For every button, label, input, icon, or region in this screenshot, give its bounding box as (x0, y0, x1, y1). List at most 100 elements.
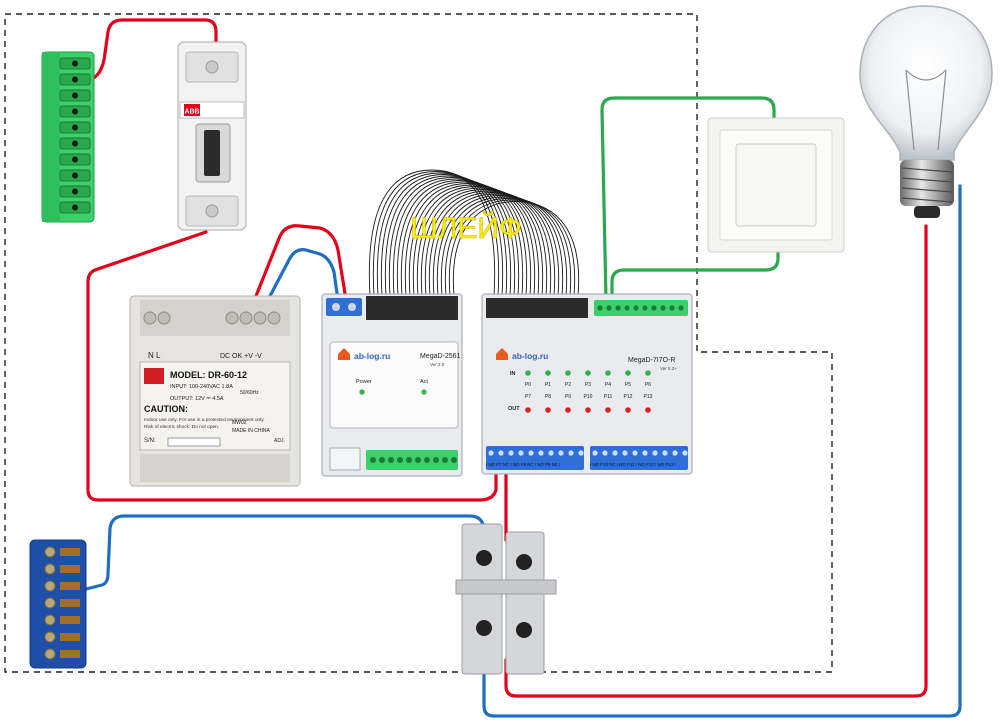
output-led (625, 407, 631, 413)
terminal-screw (606, 305, 612, 311)
bus-screw (44, 563, 56, 575)
terminal-screw (682, 450, 688, 456)
output-led (645, 407, 651, 413)
ribbon-wire (432, 193, 560, 297)
terminal-screw (538, 450, 544, 456)
phase-wire-terminal-to-breaker (86, 18, 218, 82)
terminal-screw (622, 450, 628, 456)
output-led (525, 407, 531, 413)
output-label: P13 (644, 394, 653, 400)
psu-mw-code: MW02 (232, 420, 247, 426)
ribbon-wire (416, 187, 544, 297)
megad2561-act-led (421, 389, 427, 395)
output-label: P12 (624, 394, 633, 400)
input-label: P4 (605, 382, 611, 388)
megad7i7o-ribbon-connector (486, 298, 588, 318)
terminal-screw (72, 204, 78, 211)
input-led (545, 370, 551, 376)
input-led (525, 370, 531, 376)
terminal-screw (433, 457, 439, 463)
psu-terminals-dc: DC OK +V -V (220, 353, 262, 360)
terminal-screw (72, 76, 78, 83)
ribbon-wire (436, 195, 564, 297)
psu-screw (267, 311, 281, 325)
psu-input: INPUT: 100-240VAC 1.8A (170, 384, 233, 390)
terminal-screw (652, 450, 658, 456)
terminal-screw (72, 156, 78, 163)
megad2561-power-terminal (326, 298, 362, 316)
terminal-screw (662, 450, 668, 456)
terminal-screw (615, 305, 621, 311)
breaker-brand-logo (184, 104, 200, 116)
bus-screw (44, 546, 56, 558)
bus-contact (60, 599, 80, 607)
terminal-screw (642, 450, 648, 456)
megad2561-model: MegaD-2561 (420, 353, 461, 360)
terminal-screw (518, 450, 524, 456)
megad7i7o-brand: ab-log.ru (512, 351, 548, 361)
megad7i7o-model: MegaD-7I7O-R (628, 357, 675, 364)
megad2561-brand: ab-log.ru (354, 351, 390, 361)
control-wire-switch-1 (600, 96, 776, 302)
home-icon (338, 348, 350, 360)
ribbon-wire (400, 181, 528, 297)
megad-2561-module: ab-log.ru MegaD-2561 Ver 2.0 Power Act (321, 293, 463, 477)
ribbon-wire (396, 180, 524, 297)
wall-switch (707, 117, 845, 253)
bulb-filament (905, 69, 947, 151)
terminal-screw (72, 92, 78, 99)
home-icon (496, 348, 508, 360)
input-led (605, 370, 611, 376)
psu-serial-label: S/N: (144, 438, 156, 444)
input-label: P2 (565, 382, 571, 388)
circuit-breaker: ABB (177, 41, 247, 231)
psu-screw (157, 311, 171, 325)
ribbon-cable-label: ШЛЕЙФ (410, 211, 522, 245)
ribbon-wire (384, 175, 512, 297)
ribbon-wire (424, 190, 552, 297)
megad2561-version: Ver 2.0 (430, 362, 445, 367)
phase-wire-din-to-lamp (504, 224, 928, 698)
psu-screw (239, 311, 253, 325)
terminal-screw (72, 172, 78, 179)
green-terminal-block (41, 51, 95, 223)
input-label: P1 (545, 382, 551, 388)
terminal-screw (602, 450, 608, 456)
ribbon-wire (408, 184, 536, 297)
terminal-screw (72, 140, 78, 147)
megad7i7o-in-label: IN (510, 371, 516, 377)
input-label: P3 (585, 382, 591, 388)
ribbon-wire (412, 186, 540, 297)
bus-contact (60, 582, 80, 590)
ribbon-cable (368, 169, 580, 297)
ribbon-wire (368, 169, 496, 297)
terminal-screw (508, 450, 514, 456)
switch-rocker[interactable] (735, 143, 817, 227)
terminal-screw (424, 457, 430, 463)
megad7i7o-input-terminal (594, 300, 688, 316)
terminal-screw (651, 305, 657, 311)
terminal-screw (578, 450, 584, 456)
bus-screw (44, 631, 56, 643)
output-label: P8 (545, 394, 551, 400)
psu-caution: CAUTION: (144, 404, 188, 414)
psu-made-in: MADE IN CHINA (232, 428, 270, 434)
psu-terminals-ac: N L (148, 351, 161, 360)
megad2561-power-label: Power (356, 379, 372, 385)
phase-wire-breaker-to-relay (86, 230, 498, 502)
meanwell-logo (144, 368, 164, 384)
psu-model: MODEL: DR-60-12 (170, 370, 247, 380)
ribbon-wire (448, 199, 576, 297)
ribbon-wire (420, 189, 548, 297)
terminal-screw (642, 305, 648, 311)
terminal-screw (370, 457, 376, 463)
output-led (545, 407, 551, 413)
terminal-screw (558, 450, 564, 456)
power-supply: N L DC OK +V -V MODEL: DR-60-12 INPUT: 1… (129, 295, 301, 487)
terminal-screw (678, 305, 684, 311)
power-wire-negative (268, 248, 340, 302)
psu-barcode (167, 437, 221, 447)
breaker-toggle[interactable] (204, 130, 220, 176)
enclosure-boundary (4, 13, 833, 673)
input-led (645, 370, 651, 376)
